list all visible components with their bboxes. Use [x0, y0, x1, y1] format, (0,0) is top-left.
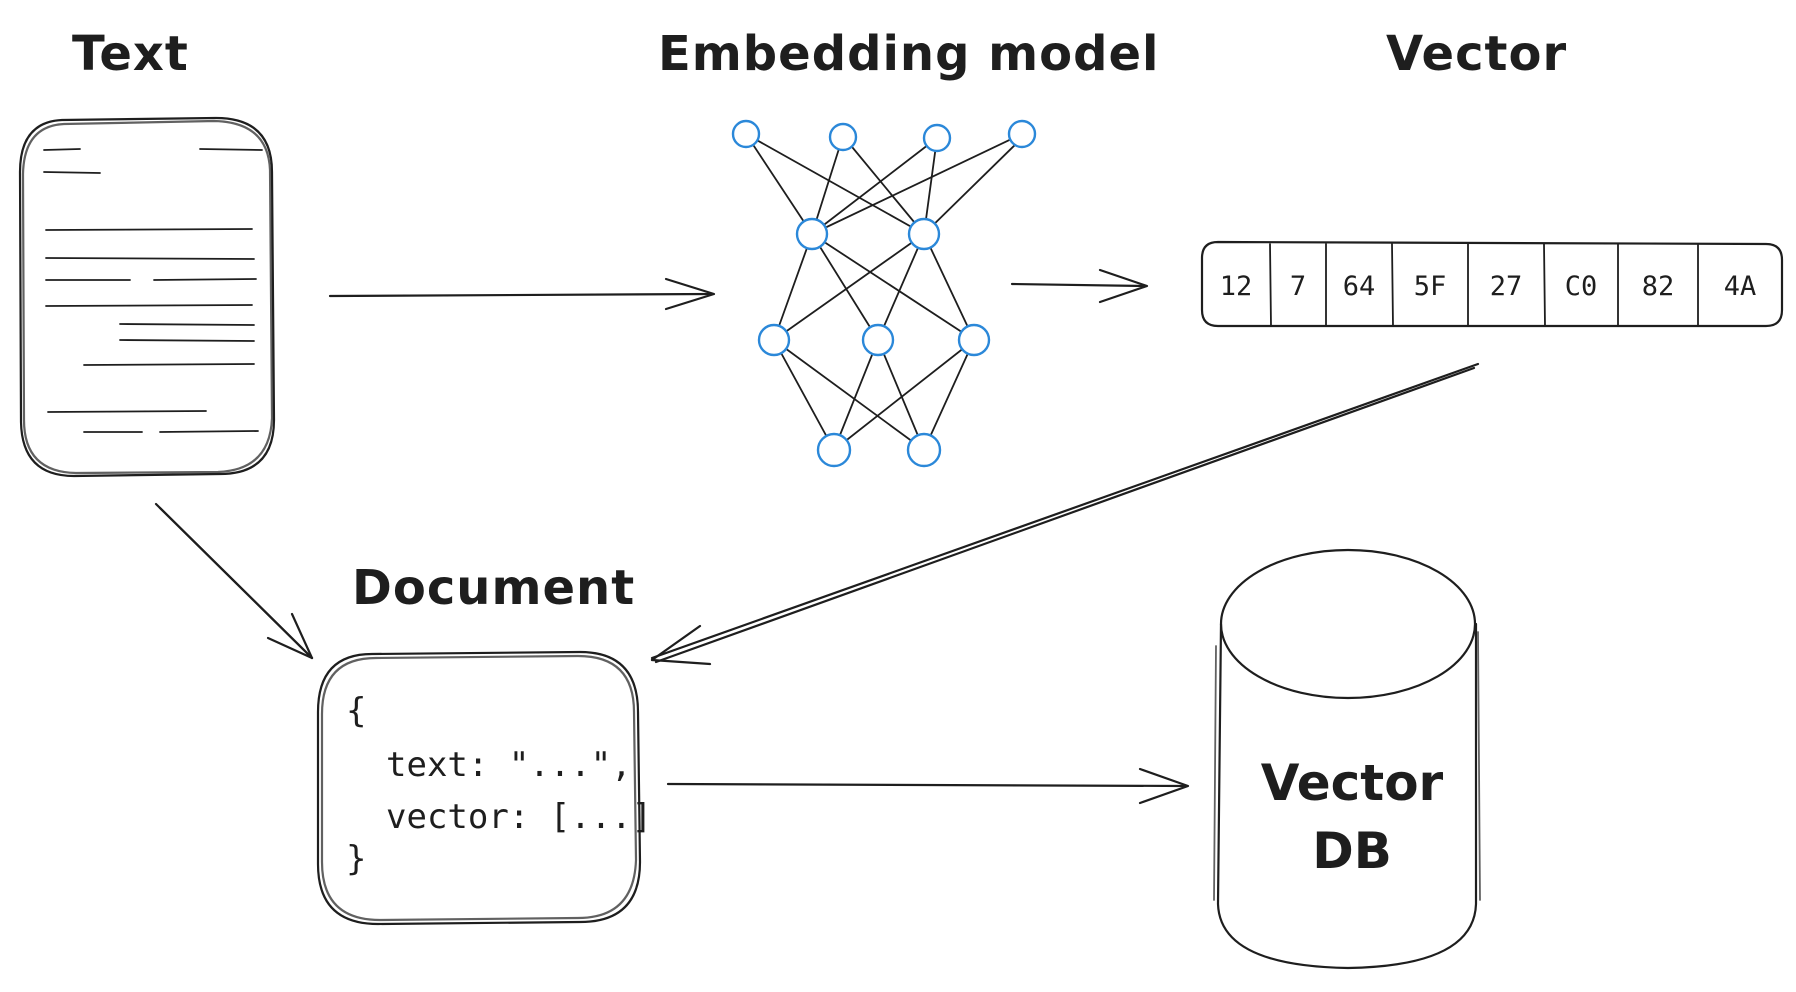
vector-cell: 82	[1642, 271, 1675, 302]
document-text-field: text: "...",	[386, 745, 632, 785]
text-title: Text	[72, 26, 189, 82]
network-node	[757, 323, 791, 357]
arrow-document-to-db	[666, 767, 1190, 805]
vector-db-label-line2: DB	[1312, 822, 1392, 880]
vector-cell: 12	[1220, 271, 1253, 302]
arrow-text-to-document	[154, 502, 314, 660]
vector-cell: 27	[1490, 271, 1523, 302]
text-document-icon	[18, 116, 276, 478]
arrow-model-to-vector	[1010, 268, 1149, 304]
vector-title: Vector	[1386, 26, 1567, 82]
text-lines	[43, 148, 263, 433]
vector-db-label-line1: Vector	[1261, 754, 1444, 812]
vector-cell: 64	[1343, 271, 1376, 302]
document-title: Document	[352, 560, 635, 616]
arrow-vector-to-document	[650, 362, 1480, 666]
vector-cell: 4A	[1724, 271, 1757, 302]
network-node	[861, 323, 895, 357]
network-node	[828, 122, 858, 152]
vector-db-cylinder: Vector DB	[1213, 548, 1481, 970]
network-node	[906, 432, 942, 468]
network-node	[957, 323, 991, 357]
network-node	[816, 432, 852, 468]
network-edges	[745, 133, 1023, 451]
network-node	[795, 217, 829, 251]
document-box: { text: "...", vector: [...] }	[316, 650, 652, 926]
embedding-model-title: Embedding model	[658, 26, 1160, 82]
network-nodes	[731, 119, 1037, 468]
arrow-text-to-model	[328, 277, 716, 311]
neural-network-icon	[731, 119, 1037, 468]
document-open-brace: {	[346, 691, 366, 731]
vector-cell: 7	[1290, 271, 1306, 302]
vector-bar: 12 7 64 5F 27 C0 82 4A	[1200, 240, 1784, 328]
network-node	[1007, 119, 1037, 149]
document-vector-field: vector: [...]	[386, 797, 652, 837]
network-node	[731, 119, 761, 149]
document-close-brace: }	[346, 839, 366, 879]
network-node	[922, 123, 952, 153]
vector-cell: C0	[1565, 271, 1598, 302]
vector-cell: 5F	[1414, 271, 1447, 302]
network-node	[907, 217, 941, 251]
